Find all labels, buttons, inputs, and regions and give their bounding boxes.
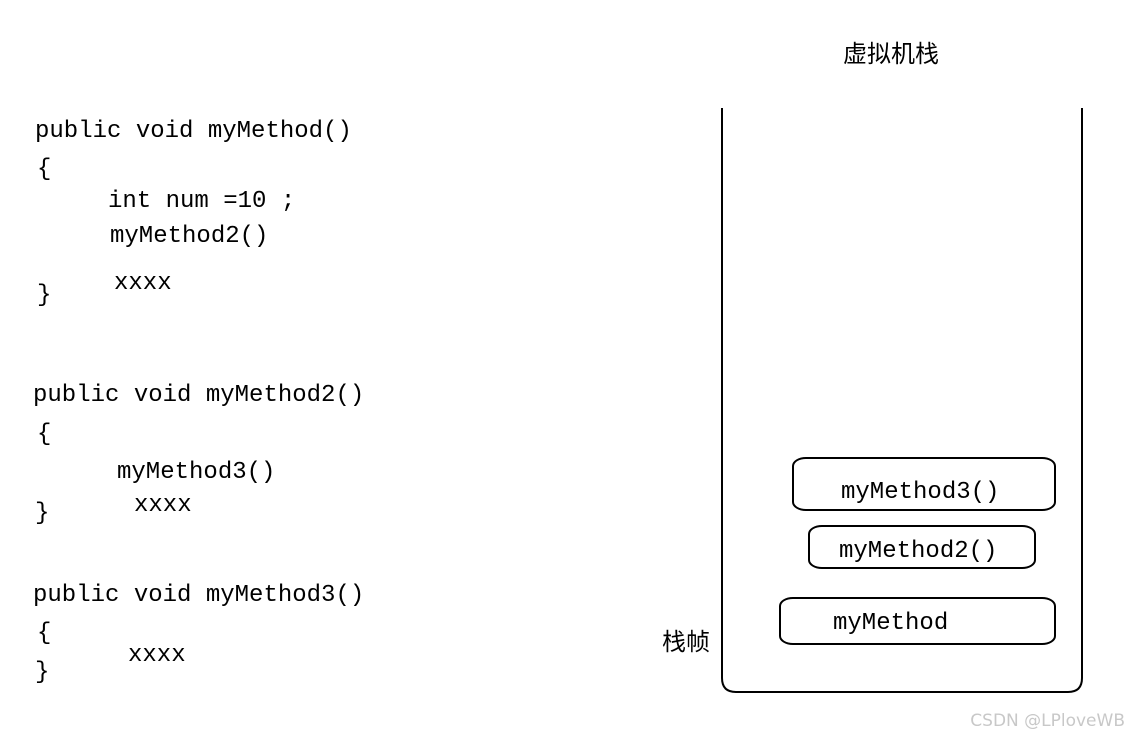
- method2-open-brace: {: [37, 421, 52, 448]
- stack-frame-mymethod3-label: myMethod3(): [841, 479, 1000, 506]
- method1-open-brace: {: [37, 156, 52, 183]
- method3-open-brace: {: [37, 620, 52, 647]
- method1-signature: public void myMethod(): [35, 118, 352, 145]
- method1-close-brace: }: [37, 282, 52, 309]
- stack-frame-mymethod2: myMethod2(): [808, 525, 1036, 569]
- method3-line1: xxxx: [128, 642, 186, 669]
- method3-signature: public void myMethod3(): [33, 582, 365, 609]
- method3-close-brace: }: [35, 659, 50, 686]
- stack-frame-mymethod2-label: myMethod2(): [839, 538, 998, 565]
- stack-frame-mymethod: myMethod: [779, 597, 1056, 645]
- stack-title: 虚拟机栈: [843, 40, 939, 68]
- method1-line2: myMethod2(): [110, 223, 269, 250]
- method2-line1: myMethod3(): [117, 459, 276, 486]
- method2-line2: xxxx: [134, 492, 192, 519]
- stack-container: [721, 108, 1083, 693]
- stack-frame-mymethod3: myMethod3(): [792, 457, 1056, 511]
- stack-frame-label: 栈帧: [662, 628, 710, 656]
- stack-frame-mymethod-label: myMethod: [833, 610, 949, 637]
- method2-signature: public void myMethod2(): [33, 382, 365, 409]
- method1-line3: xxxx: [114, 270, 172, 297]
- watermark: CSDN @LPloveWB: [970, 711, 1125, 731]
- method2-close-brace: }: [35, 500, 50, 527]
- method1-line1: int num =10 ;: [108, 188, 296, 215]
